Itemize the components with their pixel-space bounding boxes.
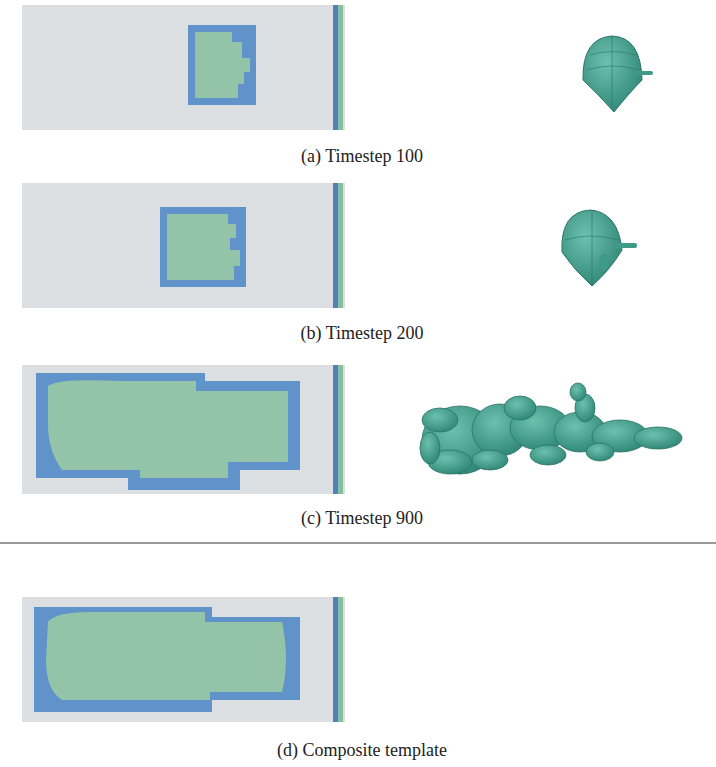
domain-slice [22, 5, 345, 130]
isosurface [562, 210, 637, 286]
subfigure-caption: (c) Timestep 900 [301, 508, 423, 530]
domain-slice [22, 597, 345, 722]
domain-slice [22, 183, 345, 308]
subfigure-caption: (b) Timestep 200 [300, 323, 423, 345]
isosurface [583, 36, 653, 112]
subfigure-caption: (d) Composite template [277, 740, 447, 762]
domain-slice [22, 365, 345, 494]
isosurface [420, 383, 682, 474]
separator-line [0, 543, 716, 544]
subfigure-caption: (a) Timestep 100 [301, 146, 423, 168]
